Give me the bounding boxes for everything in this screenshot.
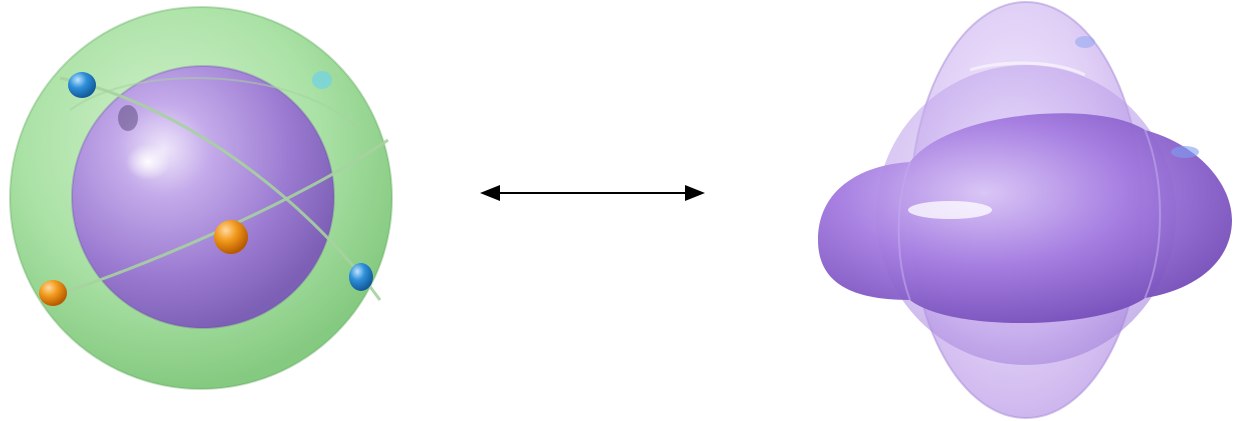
- atom-model: [0, 0, 410, 421]
- electron-cloud-icon: [818, 1, 1232, 419]
- horizontal-lobe: [818, 113, 1232, 324]
- particle-orange-center: [214, 220, 248, 254]
- double-headed-arrow-icon: [480, 185, 705, 201]
- particle-blue-top: [68, 72, 96, 98]
- orbit-1: [59, 76, 382, 301]
- inner-sphere: [72, 66, 334, 328]
- atom-model-icon: [9, 6, 393, 390]
- particle-blue-right: [349, 263, 373, 291]
- electron-cloud: [800, 0, 1235, 421]
- orbit-3: [69, 77, 361, 131]
- double-arrow: [470, 170, 715, 220]
- particle-orange-left: [39, 280, 67, 306]
